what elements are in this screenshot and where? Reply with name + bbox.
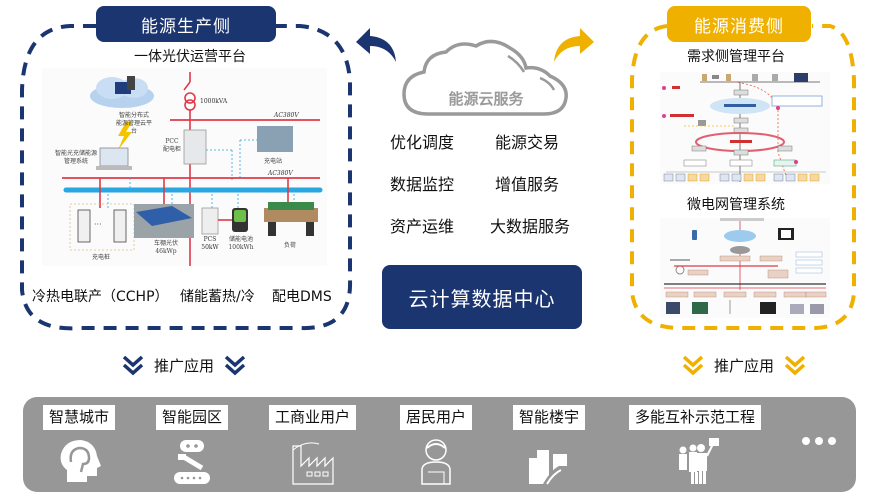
pcc-label-1: PCC [165, 138, 179, 145]
battery-label-1: 储能电池 [228, 236, 253, 243]
charger-dots: ··· [94, 220, 102, 229]
laptop-label-2: 管理系统 [63, 158, 88, 165]
charging-station-icon [257, 126, 293, 152]
service-energy-trading: 能源交易 [495, 133, 560, 152]
double-chevron-down-icon [122, 355, 144, 376]
service-data-monitoring: 数据监控 [390, 175, 455, 194]
promotion-left-label: 推广应用 [154, 356, 215, 375]
bus-label-top: AC380V [274, 112, 299, 119]
demand-side-network-diagram [660, 72, 830, 184]
laptop-label-1: 智能光充储能源 [54, 150, 97, 157]
robot-conveyor-icon [174, 440, 210, 484]
charger-pile-icon [77, 209, 91, 243]
pcs-label-1: PCS [203, 236, 217, 243]
pcc-cabinet-icon [183, 129, 207, 165]
applications-band: 智慧城市 智能园区 工商业用户 居民用户 [23, 397, 856, 492]
laptop-icon [96, 147, 132, 170]
battery-icon [232, 208, 248, 232]
arrow-right-gold-icon [554, 28, 594, 62]
pv-system-diagram: 智能分布式 能源管理云平台 智能光充储能源 管理系统 1000kVA AC380… [42, 68, 327, 266]
carport-pv-label-1: 车棚光伏 [153, 240, 178, 247]
cloud-platform-label-1: 智能分布式 [118, 112, 149, 119]
thermal-storage-label: 储能蓄热/冷 [180, 289, 255, 305]
charger-pile-label: 充电桩 [92, 254, 111, 261]
double-chevron-down-icon [682, 355, 704, 376]
cloud-service-title: 能源云服务 [448, 90, 524, 108]
transformer-label: 1000kVA [200, 98, 228, 105]
cchp-label: 冷热电联产（CCHP） [32, 289, 169, 305]
promotion-left: 推广应用 [122, 354, 246, 376]
app-commercial-industrial-label: 工商业用户 [269, 405, 357, 430]
app-smart-park-label: 智能园区 [156, 405, 229, 430]
more-ellipsis-icon[interactable] [802, 437, 836, 445]
brain-head-icon [60, 440, 101, 482]
microgrid-system-title: 微电网管理系统 [687, 197, 785, 213]
app-residential: 居民用户 [400, 405, 473, 486]
carport-pv-label-2: 46kWp [155, 248, 177, 255]
resident-person-icon [421, 439, 451, 485]
arrow-left-navy-icon [356, 28, 396, 62]
app-multi-energy-demo: 多能互补示范工程 [629, 405, 762, 486]
double-chevron-down-icon [224, 355, 246, 376]
battery-label-2: 100kWh [228, 244, 254, 251]
app-smart-city: 智慧城市 [43, 405, 116, 486]
app-residential-label: 居民用户 [400, 405, 473, 430]
consumption-side-title: 能源消费侧 [667, 6, 811, 42]
app-smart-city-label: 智慧城市 [43, 405, 116, 430]
buildings-icon [529, 450, 567, 485]
service-value-added: 增值服务 [495, 175, 560, 194]
app-commercial-industrial: 工商业用户 [269, 405, 357, 486]
app-smart-building-label: 智能楼宇 [513, 405, 586, 430]
factory-icon [291, 442, 334, 485]
production-side-title: 能源生产侧 [96, 6, 276, 42]
lightning-icon [118, 122, 132, 150]
app-multi-energy-demo-label: 多能互补示范工程 [629, 405, 762, 430]
consumption-side-frame [620, 0, 880, 340]
cloud-data-center-box: 云计算数据中心 [382, 265, 582, 329]
pcs-icon [201, 207, 219, 235]
cloud-service-icon [402, 39, 568, 116]
promotion-right: 推广应用 [682, 354, 806, 376]
charger-pile-group [69, 203, 135, 251]
carport-pv-icon [134, 204, 194, 238]
charger-pile-icon [113, 209, 127, 243]
demand-side-platform-title: 需求侧管理平台 [687, 49, 785, 65]
promotion-right-label: 推广应用 [714, 356, 775, 375]
service-asset-om: 资产运维 [390, 217, 455, 236]
charging-station-label: 充电站 [264, 158, 283, 165]
app-smart-park: 智能园区 [156, 405, 229, 486]
consumption-dashed-border [630, 24, 856, 330]
load-console-icon [264, 202, 318, 236]
microgrid-diagram [660, 218, 830, 318]
load-label: 负荷 [284, 242, 297, 249]
service-optimal-dispatch: 优化调度 [390, 133, 455, 152]
bus-label-mid: AC380V [268, 170, 293, 177]
pcs-label-2: 50kW [201, 244, 219, 251]
app-smart-building: 智能楼宇 [513, 405, 586, 486]
cloud-platform-label-2: 能源管理云平台 [115, 120, 152, 135]
people-demonstration-icon [679, 438, 719, 484]
service-big-data: 大数据服务 [490, 217, 571, 236]
dms-label: 配电DMS [272, 289, 332, 305]
double-chevron-down-icon [784, 355, 806, 376]
pv-platform-title: 一体光伏运营平台 [134, 49, 246, 65]
pcc-label-2: 配电柜 [162, 146, 181, 153]
cloud-platform-icon [90, 76, 154, 108]
